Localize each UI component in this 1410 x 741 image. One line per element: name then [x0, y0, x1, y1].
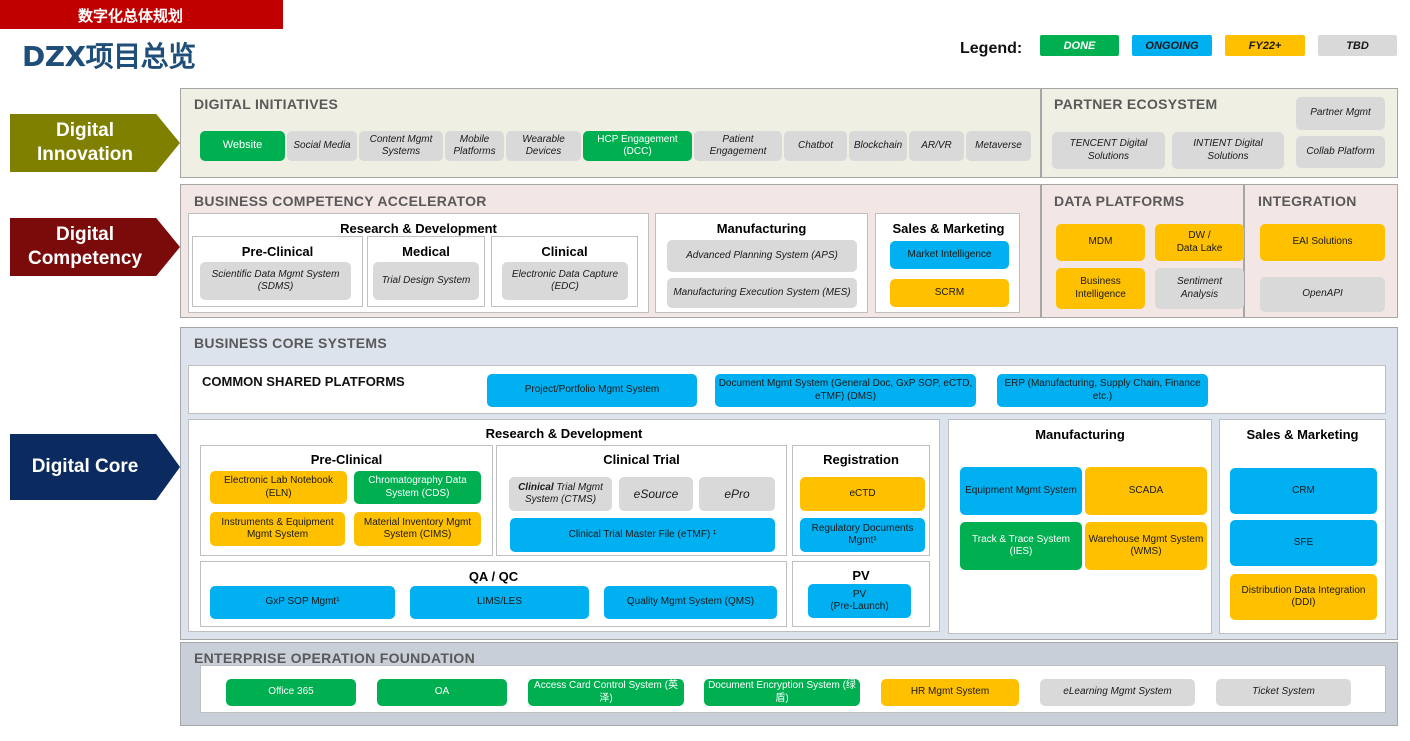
ctms-box: Clinical Trial Mgmt System (CTMS)	[509, 477, 612, 511]
intient-box: INTIENT Digital Solutions	[1172, 132, 1284, 169]
content-mgmt-box: Content Mgmt Systems	[359, 131, 443, 161]
business-core-title: BUSINESS CORE SYSTEMS	[194, 335, 388, 351]
digital-core-arrow: Digital Core	[10, 434, 180, 500]
core-qaqc-title: QA / QC	[468, 569, 519, 584]
openapi-box: OpenAPI	[1260, 277, 1385, 312]
bca-medical-title: Medical	[402, 244, 450, 259]
core-manufacturing-title: Manufacturing	[1035, 427, 1125, 442]
legend-fy22: FY22+	[1225, 35, 1305, 56]
eof-title: ENTERPRISE OPERATION FOUNDATION	[194, 650, 476, 666]
wms-box: Warehouse Mgmt System (WMS)	[1085, 522, 1207, 570]
scada-box: SCADA	[1085, 467, 1207, 515]
track-trace-box: Track & Trace System (IES)	[960, 522, 1082, 570]
core-registration-title: Registration	[823, 452, 899, 467]
digital-innovation-arrow: Digital Innovation	[10, 114, 180, 172]
hcp-engagement-box: HCP Engagement (DCC)	[583, 131, 692, 161]
regulatory-docs-box: Regulatory Documents Mgmt¹	[800, 518, 925, 552]
data-platforms-title: DATA PLATFORMS	[1054, 193, 1185, 209]
chatbot-box: Chatbot	[784, 131, 847, 161]
edc-box: Electronic Data Capture (EDC)	[502, 262, 628, 300]
gxp-sop-box: GxP SOP Mgmt¹	[210, 586, 395, 619]
digital-competency-arrow: Digital Competency	[10, 218, 180, 276]
wearable-devices-box: Wearable Devices	[506, 131, 581, 161]
erp-box: ERP (Manufacturing, Supply Chain, Financ…	[997, 374, 1208, 407]
partner-ecosystem-title: PARTNER ECOSYSTEM	[1054, 96, 1218, 112]
access-card-box: Access Card Control System (英泽)	[528, 679, 684, 706]
dms-box: Document Mgmt System (General Doc, GxP S…	[715, 374, 976, 407]
doc-encryption-box: Document Encryption System (绿盾)	[704, 679, 860, 706]
crm-box: CRM	[1230, 468, 1377, 514]
metaverse-box: Metaverse	[966, 131, 1031, 161]
mdm-box: MDM	[1056, 224, 1145, 261]
mes-box: Manufacturing Execution System (MES)	[667, 278, 857, 308]
core-sales-title: Sales & Marketing	[1246, 427, 1359, 442]
sdms-box: Scientific Data Mgmt System (SDMS)	[200, 262, 351, 300]
section-banner: 数字化总体规划	[0, 0, 283, 29]
sentiment-analysis-box: Sentiment Analysis	[1155, 268, 1244, 309]
etmf-box: Clinical Trial Master File (eTMF) ¹	[510, 518, 775, 552]
sfe-box: SFE	[1230, 520, 1377, 566]
ectd-box: eCTD	[800, 477, 925, 511]
dw-data-lake-box: DW / Data Lake	[1155, 224, 1244, 261]
blockchain-box: Blockchain	[849, 131, 907, 161]
business-intelligence-box: Business Intelligence	[1056, 268, 1145, 309]
arvr-box: AR/VR	[909, 131, 964, 161]
bca-title: BUSINESS COMPETENCY ACCELERATOR	[194, 193, 487, 209]
hr-mgmt-box: HR Mgmt System	[881, 679, 1019, 706]
bca-manufacturing-title: Manufacturing	[716, 221, 807, 236]
mobile-platforms-box: Mobile Platforms	[445, 131, 504, 161]
bca-clinical-title: Clinical	[541, 244, 588, 259]
legend-label: Legend:	[960, 40, 1023, 57]
eln-box: Electronic Lab Notebook (ELN)	[210, 471, 347, 504]
bca-preclinical-title: Pre-Clinical	[241, 244, 314, 259]
integration-title: INTEGRATION	[1258, 193, 1357, 209]
bca-rd-title: Research & Development	[340, 221, 497, 236]
tencent-box: TENCENT Digital Solutions	[1052, 132, 1165, 169]
legend-tbd: TBD	[1318, 35, 1397, 56]
qms-box: Quality Mgmt System (QMS)	[604, 586, 777, 619]
iems-box: Instruments & Equipment Mgmt System	[210, 512, 345, 546]
trial-design-box: Trial Design System	[373, 262, 479, 300]
market-intelligence-box: Market Intelligence	[890, 241, 1009, 269]
digital-initiatives-title: DIGITAL INITIATIVES	[194, 96, 339, 112]
lims-box: LIMS/LES	[410, 586, 589, 619]
esource-box: eSource	[619, 477, 693, 511]
website-box: Website	[200, 131, 285, 161]
partner-mgmt-box: Partner Mgmt	[1296, 97, 1385, 130]
elearning-box: eLearning Mgmt System	[1040, 679, 1195, 706]
eai-solutions-box: EAI Solutions	[1260, 224, 1385, 261]
legend-done: DONE	[1040, 35, 1119, 56]
oa-box: OA	[377, 679, 507, 706]
social-media-box: Social Media	[287, 131, 357, 161]
collab-platform-box: Collab Platform	[1296, 136, 1385, 168]
common-shared-platforms-title: COMMON SHARED PLATFORMS	[202, 374, 405, 389]
ppm-box: Project/Portfolio Mgmt System	[487, 374, 697, 407]
equipment-mgmt-box: Equipment Mgmt System	[960, 467, 1082, 515]
epro-box: ePro	[699, 477, 775, 511]
core-pv-title: PV	[852, 568, 870, 583]
ddi-box: Distribution Data Integration (DDI)	[1230, 574, 1377, 620]
ticket-system-box: Ticket System	[1216, 679, 1351, 706]
core-rd-title: Research & Development	[485, 426, 643, 441]
patient-engagement-box: Patient Engagement	[694, 131, 782, 161]
cds-box: Chromatography Data System (CDS)	[354, 471, 481, 504]
aps-box: Advanced Planning System (APS)	[667, 240, 857, 272]
cims-box: Material Inventory Mgmt System (CIMS)	[354, 512, 481, 546]
office365-box: Office 365	[226, 679, 356, 706]
page-title: DZX项目总览	[22, 40, 196, 73]
legend-ongoing: ONGOING	[1132, 35, 1212, 56]
scrm-box: SCRM	[890, 279, 1009, 307]
bca-sales-title: Sales & Marketing	[892, 221, 1005, 236]
core-preclinical-title: Pre-Clinical	[310, 452, 383, 467]
pv-prelaunch-box: PV (Pre-Launch)	[808, 584, 911, 618]
core-clinical-trial-title: Clinical Trial	[603, 452, 680, 467]
